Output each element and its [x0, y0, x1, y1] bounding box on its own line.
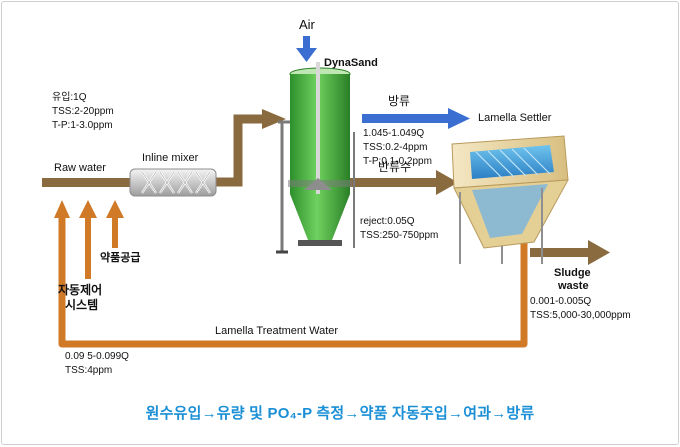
mixer-to-filter-pipe [214, 109, 286, 187]
sludge-value-2: TSS:5,000-30,000ppm [530, 310, 631, 321]
return-flow-pipe [338, 170, 458, 195]
discharge-line-2: TSS:0.2-4ppm [363, 142, 428, 153]
inflow-line-2: TSS:2-20ppm [52, 106, 114, 117]
reject-line-2: TSS:250-750ppm [360, 230, 439, 241]
sludge-waste-label: waste [558, 280, 589, 292]
discharge-arrow [362, 108, 470, 129]
chemical-supply-arrow [106, 200, 124, 248]
lamella-treatment-water-label: Lamella Treatment Water [215, 325, 339, 337]
recycle-line-1: 0.09 5-0.099Q [65, 351, 129, 362]
raw-water-pipe [42, 178, 132, 187]
auto-control-line-2: 시스템 [65, 298, 99, 312]
lamella-settler-label: Lamella Settler [478, 112, 552, 124]
sludge-waste-pipe [530, 240, 610, 265]
dynasand-filter [276, 62, 355, 254]
discharge-line-1: 1.045-1.049Q [363, 128, 425, 139]
recycle-line-2: TSS:4ppm [65, 365, 113, 376]
inline-mixer [129, 168, 217, 197]
sludge-value-1: 0.001-0.005Q [530, 296, 592, 307]
chemical-supply-label: 약품공급 [100, 252, 141, 264]
raw-water-label: Raw water [54, 162, 106, 174]
lamella-settler [451, 135, 569, 264]
lamella-treatment-water-pipe [54, 200, 528, 348]
process-caption: 원수유입→유량 및 PO₄-P 측정→약품 자동주입→여과→방류 [145, 405, 535, 422]
auto-control-arrow [79, 200, 97, 279]
reject-line-1: reject:0.05Q [360, 216, 415, 227]
inflow-line-1: 유입:1Q [52, 92, 87, 103]
dynasand-label: DynaSand [324, 57, 378, 69]
inline-mixer-label: Inline mixer [142, 152, 199, 164]
auto-control-line-1: 자동제어 [58, 283, 103, 297]
discharge-line-3: T-P:0.1-0.2ppm [363, 156, 432, 167]
return-flow-label: 반류수 [378, 160, 412, 174]
air-arrow [296, 36, 317, 62]
inflow-line-3: T-P:1-3.0ppm [52, 120, 113, 131]
discharge-label: 방류 [388, 94, 411, 108]
sludge-label: Sludge [554, 267, 591, 279]
air-label: Air [299, 17, 315, 32]
